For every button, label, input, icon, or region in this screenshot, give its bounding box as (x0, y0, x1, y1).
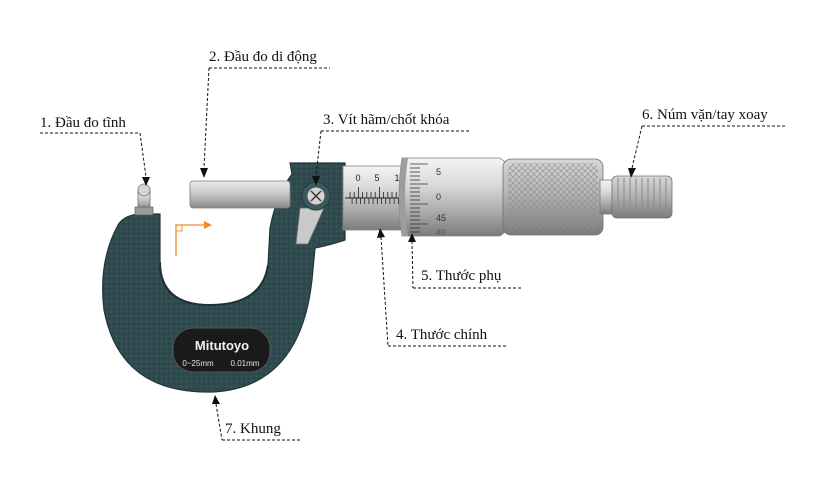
svg-text:Mitutoyo: Mitutoyo (195, 338, 249, 353)
label-ratchet: 6. Núm vặn/tay xoay (642, 107, 768, 123)
sleeve-tick-label: 0 (355, 173, 360, 183)
svg-text:0.01mm: 0.01mm (231, 359, 260, 368)
thimble-tick-label: 0 (436, 192, 441, 202)
thimble-tick-label: 45 (436, 213, 446, 223)
thimble-tick-label: 40 (436, 228, 445, 237)
sleeve-tick-label: 1 (394, 173, 399, 183)
brand-plate: Mitutoyo 0~25mm 0.01mm (172, 327, 271, 373)
fixed-anvil (134, 183, 154, 216)
ratchet-knob (599, 175, 673, 219)
thimble: 5 0 45 40 (398, 157, 506, 237)
label-spindle: 2. Đầu đo di động (209, 49, 317, 65)
label-lock: 3. Vít hãm/chốt khóa (323, 112, 450, 128)
knurled-grip (502, 158, 604, 236)
label-frame: 7. Khung (225, 421, 281, 437)
sleeve-tick-label: 5 (374, 173, 379, 183)
thimble-tick-label: 5 (436, 167, 441, 177)
leader-arrowheads (142, 168, 636, 404)
label-main-scale: 4. Thước chính (396, 327, 488, 343)
leader-lines (40, 67, 787, 441)
label-fixed-anvil: 1. Đầu đo tĩnh (40, 115, 126, 131)
direction-arrow (175, 221, 212, 256)
label-thimble-scale: 5. Thước phụ (421, 268, 502, 284)
lock-clamp (295, 181, 331, 245)
svg-text:0~25mm: 0~25mm (182, 359, 214, 368)
spindle (189, 180, 291, 209)
